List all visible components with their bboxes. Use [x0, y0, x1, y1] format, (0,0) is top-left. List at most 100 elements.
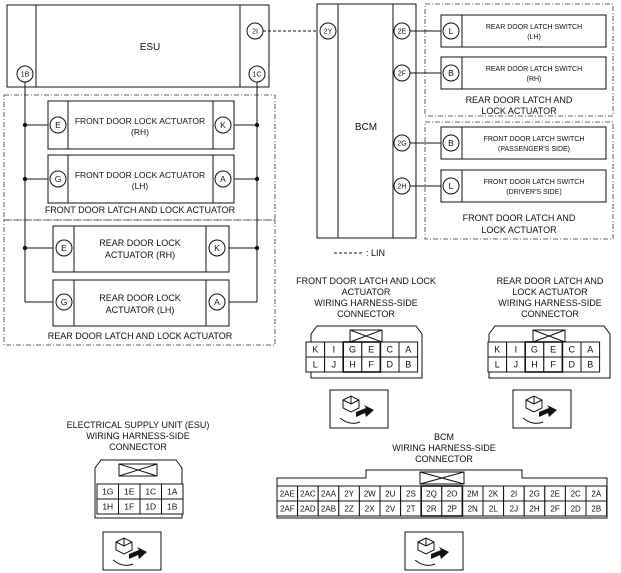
connector-pin-label: 2M [467, 489, 478, 498]
front-door-connector: FRONT DOOR LATCH AND LOCK ACTUATOR WIRIN… [296, 276, 436, 379]
connector-pin-label: F [368, 360, 374, 370]
front-conn-view-icon [329, 389, 389, 429]
bcm-conn-title-1: BCM [434, 432, 454, 442]
front-lh-pin-g: G [55, 174, 62, 184]
connector-pin-cell [161, 498, 184, 515]
rear-rh-pin-k: K [214, 243, 220, 253]
connector-pin-label: 2O [447, 489, 458, 498]
connector-pin-label: 2F [550, 504, 559, 513]
front-latch-pass-title: FRONT DOOR LATCH SWITCH [484, 136, 585, 143]
bcm-conn-title-3: CONNECTOR [415, 454, 473, 464]
connector-pin-label: F [550, 360, 556, 370]
connector-pin-label: G [531, 345, 538, 355]
front-latch-drv-title: FRONT DOOR LATCH SWITCH [484, 179, 585, 186]
front-rh-side: (RH) [131, 127, 149, 137]
bcm-pin-2g: 2G [397, 141, 406, 148]
front-latch-drv-pin: L [449, 181, 454, 191]
rear-conn-title-1: REAR DOOR LATCH AND [497, 276, 604, 286]
esu-conn-title-3: CONNECTOR [109, 442, 167, 452]
front-conn-title-3: WIRING HARNESS-SIDE [314, 298, 418, 308]
rear-group-outline [3, 219, 276, 346]
connector-pin-label: 1B [167, 502, 178, 512]
connector-pin-label: A [587, 345, 593, 355]
rear-lh-pin-a: A [214, 297, 220, 307]
connector-pin-label: I [333, 345, 336, 355]
connector-pin-label: 2S [406, 489, 416, 498]
esu-pin-2i: 2I [252, 29, 258, 36]
front-lh-pin-a: A [220, 174, 226, 184]
rear-latch-switch-rh: B REAR DOOR LATCH SWITCH (RH) [410, 56, 607, 90]
esu-pin-1c: 1C [253, 72, 262, 79]
front-rh-pin-e: E [55, 120, 61, 130]
connector-pin-label: 2AD [300, 504, 316, 513]
rear-lock-actuator-rh: E K REAR DOOR LOCK ACTUATOR (RH) [25, 225, 257, 273]
bcm-label: BCM [355, 122, 377, 133]
connector-pin-label: C [568, 345, 575, 355]
esu-connector: ELECTRICAL SUPPLY UNIT (ESU) WIRING HARN… [67, 420, 210, 519]
connector-pin-cell [585, 500, 608, 517]
connector-pin-label: 2X [365, 504, 375, 513]
front-latch-pass-side: (PASSENGER'S SIDE) [498, 146, 570, 153]
bcm-pin-2e: 2E [398, 29, 407, 36]
rear-conn-title-3: WIRING HARNESS-SIDE [498, 298, 602, 308]
connector-pin-cell [580, 356, 601, 373]
front-conn-title-1: FRONT DOOR LATCH AND LOCK [296, 276, 436, 286]
connector-pin-label: 2AF [280, 504, 295, 513]
connector-key-outline [420, 485, 464, 517]
bcm-pin-2f: 2F [398, 71, 406, 78]
connector-pin-label: 2J [510, 504, 518, 513]
connector-pin-label: E [368, 345, 374, 355]
rear-latch-group-line1: REAR DOOR LATCH AND [466, 95, 573, 105]
front-rh-pin-k: K [220, 120, 226, 130]
rear-lh-title: REAR DOOR LOCK [99, 293, 181, 303]
connector-pin-label: 2AC [300, 489, 316, 498]
connector-pin-label: 2K [488, 489, 498, 498]
connector-pin-label: 1E [124, 487, 135, 497]
front-rh-title: FRONT DOOR LOCK ACTUATOR [75, 116, 205, 126]
connector-pin-label: J [514, 360, 519, 370]
connector-pin-label: 2N [468, 504, 478, 513]
esu-label: ESU [140, 42, 161, 53]
front-lh-side: (LH) [132, 181, 149, 191]
front-latch-group-outline [424, 121, 614, 240]
connector-pin-label: D [568, 360, 575, 370]
rear-rh-side: ACTUATOR (RH) [105, 250, 175, 260]
esu-conn-view-icon [102, 531, 162, 571]
connector-pin-label: 1H [102, 502, 113, 512]
connector-key-outline [524, 341, 564, 373]
rear-group-label: REAR DOOR LATCH AND LOCK ACTUATOR [48, 331, 233, 341]
rear-latch-rh-title: REAR DOOR LATCH SWITCH [486, 66, 582, 73]
connector-pin-label: 2AB [321, 504, 336, 513]
connector-pin-label: 2I [511, 489, 518, 498]
connector-pin-label: 2H [529, 504, 539, 513]
front-lock-actuator-lh: G A FRONT DOOR LOCK ACTUATOR (LH) [25, 154, 257, 204]
connector-pin-label: 1A [167, 487, 178, 497]
front-group-outline [3, 94, 276, 221]
front-latch-drv-side: (DRIVER'S SIDE) [506, 189, 561, 196]
connector-pin-label: B [405, 360, 411, 370]
bcm-unit: BCM 2Y 2E 2F 2G 2H [316, 3, 417, 239]
connector-pin-label: 2Q [426, 489, 437, 498]
rear-latch-group-outline [424, 3, 614, 117]
connector-pin-label: H [349, 360, 356, 370]
rear-conn-title-4: CONNECTOR [521, 309, 579, 319]
connector-pin-label: 2B [591, 504, 601, 513]
bcm-conn-title-2: WIRING HARNESS-SIDE [392, 443, 496, 453]
connector-pin-label: 1D [145, 502, 156, 512]
connector-pin-label: 2AE [280, 489, 295, 498]
connector-pin-label: 2Y [344, 489, 354, 498]
connector-pin-label: 2E [550, 489, 560, 498]
connector-pin-label: C [386, 345, 393, 355]
connector-pin-label: 2A [591, 489, 601, 498]
connector-pin-label: A [405, 345, 411, 355]
rear-latch-lh-title: REAR DOOR LATCH SWITCH [486, 24, 582, 31]
connector-pin-label: 2G [529, 489, 540, 498]
connector-pin-label: 1F [124, 502, 134, 512]
rear-conn-title-2: LOCK ACTUATOR [512, 287, 588, 297]
connector-pin-label: L [495, 360, 500, 370]
connector-pin-label: L [313, 360, 318, 370]
esu-conn-title-1: ELECTRICAL SUPPLY UNIT (ESU) [67, 420, 210, 430]
connector-pin-label: 2Z [344, 504, 353, 513]
connector-pin-label: 1G [102, 487, 113, 497]
